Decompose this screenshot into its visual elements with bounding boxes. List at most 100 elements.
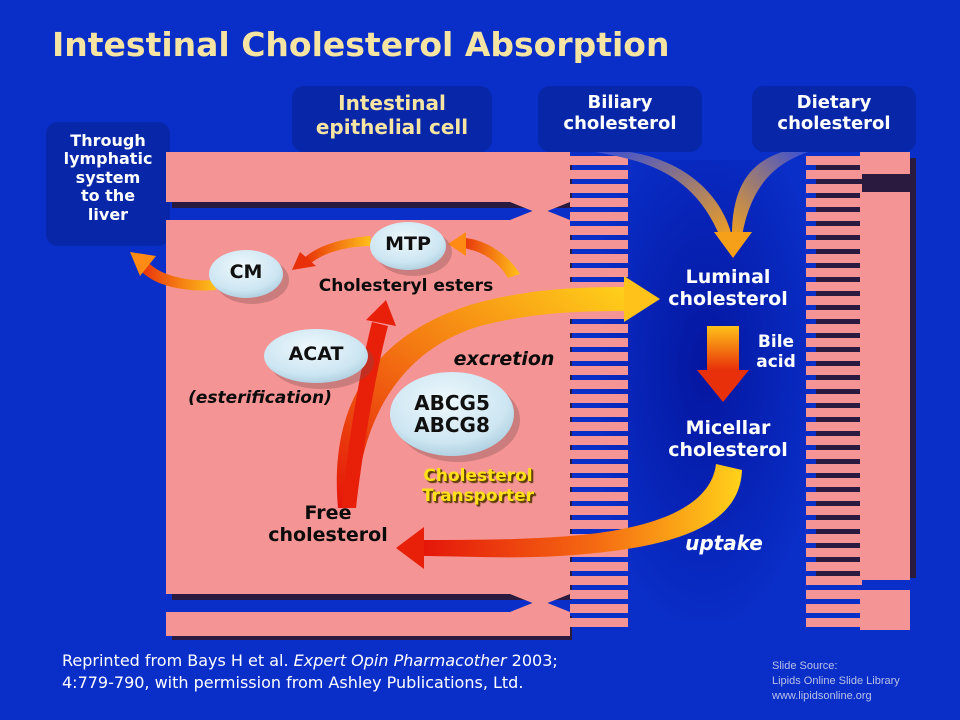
to-mtp-arrowhead [448, 232, 466, 256]
tab-cell-label: Intestinal epithelial cell [315, 91, 469, 139]
microvillus [806, 408, 862, 417]
microvillus [570, 604, 628, 613]
uptake-label: uptake [685, 531, 763, 555]
microvillus [806, 184, 862, 193]
microvillus [570, 394, 628, 403]
microvillus [806, 282, 862, 291]
cm-to-lymph-arrowhead [130, 252, 156, 276]
microvillus [570, 170, 628, 179]
cell-bottom-body [166, 612, 570, 636]
microvillus [806, 296, 862, 305]
microvillus [570, 590, 628, 599]
uptake-arrowhead [396, 527, 424, 569]
microvillus [806, 492, 862, 501]
microvillus [806, 464, 862, 473]
excretion-arrow [336, 287, 630, 508]
microvillus [806, 450, 862, 459]
microvillus [570, 282, 628, 291]
citation-journal: Expert Opin Pharmacother [293, 651, 507, 670]
microvillus [570, 380, 628, 389]
microvillus [570, 310, 628, 319]
citation-year: 2003; [506, 651, 558, 670]
right-cell-main [860, 192, 910, 580]
microvillus [570, 436, 628, 445]
microvillus [806, 254, 862, 263]
microvillus [570, 338, 628, 347]
acat-label: ACAT [288, 343, 344, 365]
source-line1: Slide Source: [772, 660, 838, 672]
right-cell-top [860, 152, 910, 174]
microvillus [806, 548, 862, 557]
microvillus [806, 212, 862, 221]
microvillus [806, 618, 862, 627]
microvillus [806, 590, 862, 599]
bile-acid-arrow [697, 326, 749, 402]
microvillus [806, 394, 862, 403]
microvillus [806, 562, 862, 571]
source-line2: Lipids Online Slide Library [772, 674, 900, 687]
excretion-label: excretion [453, 348, 555, 370]
free-cholesterol-label: Free cholesterol [268, 502, 388, 547]
microvillus [570, 422, 628, 431]
microvillus [570, 184, 628, 193]
microvillus [570, 226, 628, 235]
microvillus [806, 366, 862, 375]
citation: Reprinted from Bays H et al. Expert Opin… [62, 650, 558, 693]
microvillus [570, 156, 628, 165]
microvillus [806, 576, 862, 585]
microvillus [806, 198, 862, 207]
microvillus [570, 562, 628, 571]
microvillus [570, 408, 628, 417]
microvillus [570, 464, 628, 473]
microvillus [806, 310, 862, 319]
tab-dietary-cholesterol [752, 86, 916, 152]
right-cell-bottom [860, 590, 910, 630]
esterification-label: (esterification) [188, 388, 332, 408]
tab-biliary-label: Biliary cholesterol [563, 92, 677, 135]
microvillus [570, 198, 628, 207]
microvillus [806, 506, 862, 515]
microvillus [806, 520, 862, 529]
microvillus [570, 478, 628, 487]
microvillus [570, 618, 628, 627]
microvillus [806, 534, 862, 543]
microvillus [806, 170, 862, 179]
cell-bottom-junction-b [510, 600, 570, 612]
microvillus [806, 478, 862, 487]
mtp-to-cm-arrow [304, 236, 372, 264]
abcg-label: ABCG5 ABCG8 [414, 391, 490, 437]
microvillus [570, 450, 628, 459]
micellar-cholesterol-label: Micellar cholesterol [668, 417, 788, 462]
microvillus [570, 240, 628, 249]
mtp-node [370, 222, 452, 276]
cm-to-lymph-arrow [140, 262, 216, 291]
microvillus [570, 254, 628, 263]
microvillus [570, 324, 628, 333]
microvillus [806, 422, 862, 431]
mtp-to-cm-arrowhead [292, 252, 316, 270]
cm-label: CM [229, 261, 263, 283]
cell-top-body [166, 152, 570, 202]
microvillus [570, 506, 628, 515]
slide-title: Intestinal Cholesterol Absorption [52, 25, 670, 64]
microvillus [806, 268, 862, 277]
excretion-arrowhead [624, 276, 660, 322]
cholesterol-transporter-label: Cholesterol Transporter [421, 466, 535, 507]
microvillus [570, 492, 628, 501]
microvillus [806, 338, 862, 347]
cholesteryl-esters-label: Cholesteryl esters [318, 276, 494, 296]
mtp-label: MTP [385, 233, 431, 255]
source-line3: www.lipidsonline.org [772, 689, 872, 702]
tab-dietary-label: Dietary cholesterol [777, 92, 891, 135]
microvillus [570, 352, 628, 361]
uptake-arrow [418, 464, 742, 558]
biliary-funnel-arrow [595, 152, 732, 236]
microvillus [570, 366, 628, 375]
citation-prefix: Reprinted from Bays H et al. [62, 651, 294, 670]
microvillus [806, 604, 862, 613]
microvillus [806, 324, 862, 333]
microvillus [806, 226, 862, 235]
abcg-node [390, 372, 520, 462]
tab-lymphatic [46, 122, 170, 246]
